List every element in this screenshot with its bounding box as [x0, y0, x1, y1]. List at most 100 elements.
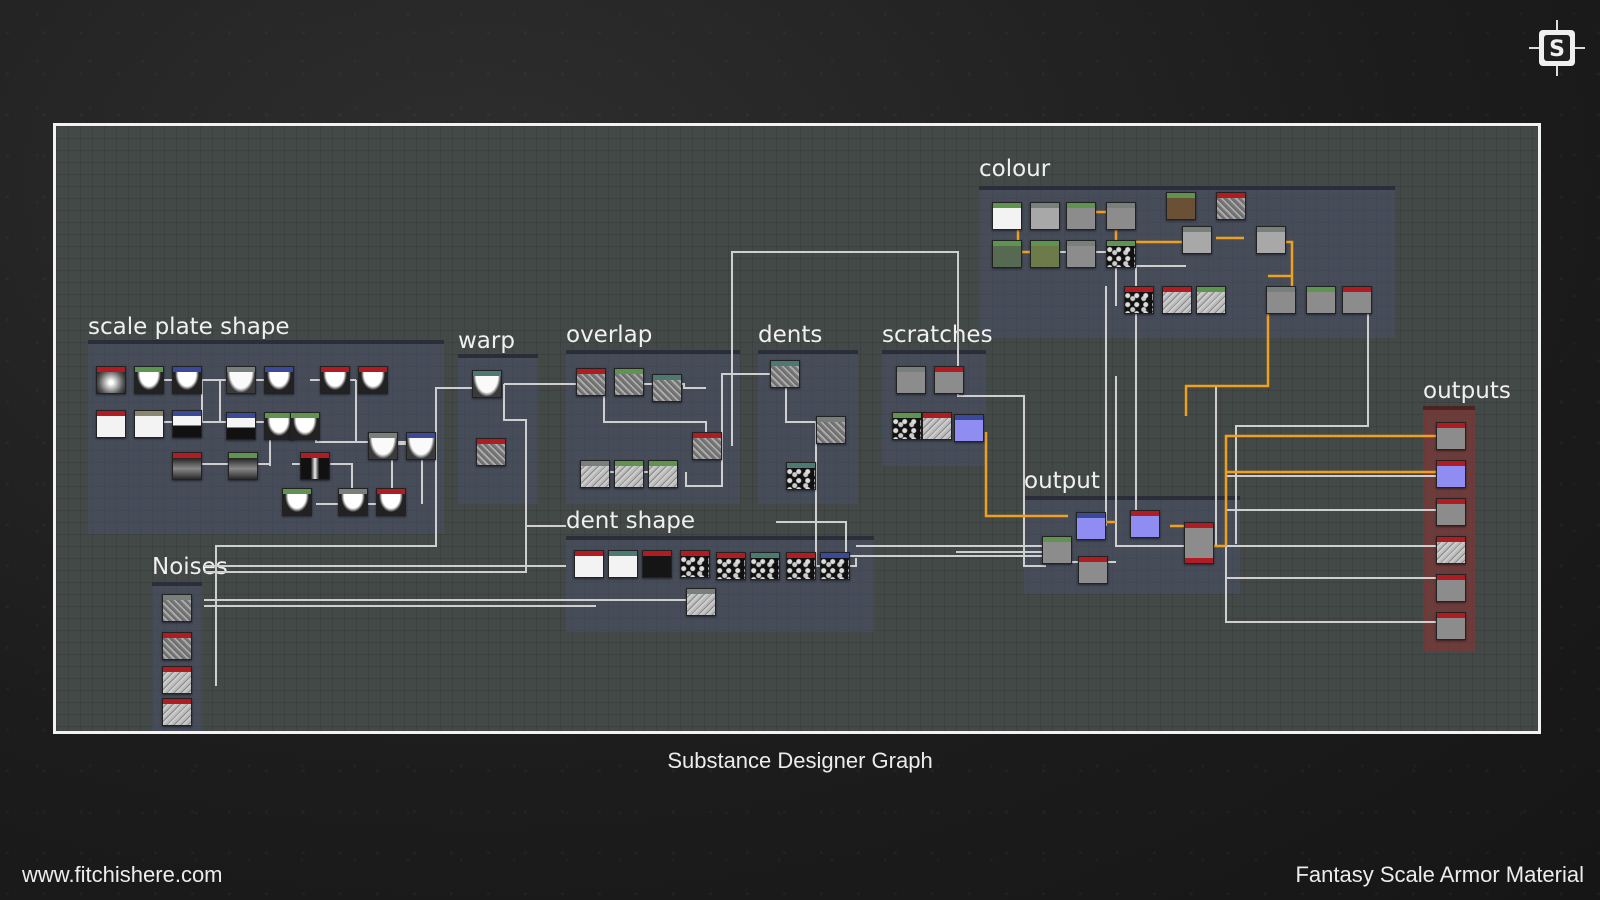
graph-node[interactable]: [648, 460, 678, 488]
node-thumbnail: [1197, 292, 1225, 313]
graph-node[interactable]: [282, 488, 312, 516]
graph-node[interactable]: [162, 666, 192, 694]
graph-node[interactable]: [820, 552, 850, 580]
graph-node[interactable]: [1436, 612, 1466, 640]
graph-node[interactable]: [338, 488, 368, 516]
graph-node[interactable]: [934, 366, 964, 394]
graph-node[interactable]: [1106, 240, 1136, 268]
node-thumbnail: [1067, 246, 1095, 267]
graph-node[interactable]: [172, 410, 202, 438]
graph-node[interactable]: [1042, 536, 1072, 564]
graph-node[interactable]: [358, 366, 388, 394]
frame-label-dents: dents: [758, 322, 823, 348]
graph-node[interactable]: [96, 366, 126, 394]
graph-node[interactable]: [992, 240, 1022, 268]
node-header: [1437, 537, 1465, 542]
graph-node[interactable]: [1436, 574, 1466, 602]
graph-node[interactable]: [680, 550, 710, 578]
graph-node[interactable]: [892, 412, 922, 440]
graph-canvas[interactable]: colour scale plate shape warp overlap de…: [53, 123, 1541, 734]
graph-node[interactable]: [816, 416, 846, 444]
graph-node[interactable]: [1130, 510, 1160, 538]
graph-node[interactable]: [786, 462, 816, 490]
graph-node[interactable]: [226, 366, 256, 394]
graph-node[interactable]: [320, 366, 350, 394]
node-header: [1257, 227, 1285, 232]
graph-node[interactable]: [162, 594, 192, 622]
graph-node[interactable]: [1066, 240, 1096, 268]
graph-node[interactable]: [608, 550, 638, 578]
output-graph-node[interactable]: [1184, 522, 1214, 564]
graph-node[interactable]: [1436, 422, 1466, 450]
node-thumbnail: [1437, 428, 1465, 449]
graph-node[interactable]: [376, 488, 406, 516]
graph-node[interactable]: [1030, 240, 1060, 268]
graph-node[interactable]: [576, 368, 606, 396]
graph-node[interactable]: [1342, 286, 1372, 314]
graph-node[interactable]: [954, 414, 984, 442]
graph-node[interactable]: [652, 374, 682, 402]
node-thumbnail: [477, 444, 505, 465]
node-thumbnail: [1131, 516, 1159, 537]
graph-node[interactable]: [172, 366, 202, 394]
graph-node[interactable]: [264, 412, 294, 440]
graph-node[interactable]: [614, 460, 644, 488]
node-header: [135, 367, 163, 372]
graph-node[interactable]: [96, 410, 126, 438]
graph-node[interactable]: [1306, 286, 1336, 314]
node-header: [1067, 203, 1095, 208]
graph-node[interactable]: [300, 452, 330, 480]
graph-node[interactable]: [1166, 192, 1196, 220]
graph-node[interactable]: [614, 368, 644, 396]
node-header: [227, 367, 255, 372]
graph-node[interactable]: [1436, 460, 1466, 488]
graph-node[interactable]: [770, 360, 800, 388]
node-thumbnail: [369, 438, 397, 459]
graph-node[interactable]: [922, 412, 952, 440]
graph-node[interactable]: [1436, 498, 1466, 526]
node-header: [717, 553, 745, 558]
graph-node[interactable]: [750, 552, 780, 580]
graph-node[interactable]: [1436, 536, 1466, 564]
graph-node[interactable]: [716, 552, 746, 580]
graph-node[interactable]: [692, 432, 722, 460]
graph-node[interactable]: [134, 366, 164, 394]
graph-node[interactable]: [134, 410, 164, 438]
node-header: [163, 633, 191, 638]
graph-node[interactable]: [476, 438, 506, 466]
graph-node[interactable]: [226, 412, 256, 440]
node-header: [377, 489, 405, 494]
graph-node[interactable]: [574, 550, 604, 578]
node-header: [1077, 513, 1105, 518]
graph-node[interactable]: [162, 698, 192, 726]
graph-node[interactable]: [172, 452, 202, 480]
graph-node[interactable]: [686, 588, 716, 616]
graph-node[interactable]: [580, 460, 610, 488]
graph-node[interactable]: [264, 366, 294, 394]
graph-node[interactable]: [1182, 226, 1212, 254]
graph-node[interactable]: [472, 370, 502, 398]
graph-node[interactable]: [1030, 202, 1060, 230]
graph-node[interactable]: [368, 432, 398, 460]
graph-node[interactable]: [1124, 286, 1154, 314]
graph-node[interactable]: [896, 366, 926, 394]
graph-node[interactable]: [642, 550, 672, 578]
graph-node[interactable]: [1078, 556, 1108, 584]
graph-node[interactable]: [1196, 286, 1226, 314]
graph-node[interactable]: [228, 452, 258, 480]
graph-node[interactable]: [1216, 192, 1246, 220]
graph-node[interactable]: [1162, 286, 1192, 314]
graph-node[interactable]: [1266, 286, 1296, 314]
graph-node[interactable]: [162, 632, 192, 660]
node-thumbnail: [955, 420, 983, 441]
node-thumbnail: [359, 372, 387, 393]
website-link[interactable]: www.fitchishere.com: [22, 862, 223, 887]
graph-node[interactable]: [290, 412, 320, 440]
graph-node[interactable]: [1066, 202, 1096, 230]
graph-node[interactable]: [992, 202, 1022, 230]
graph-node[interactable]: [1256, 226, 1286, 254]
graph-node[interactable]: [406, 432, 436, 460]
graph-node[interactable]: [1106, 202, 1136, 230]
graph-node[interactable]: [1076, 512, 1106, 540]
graph-node[interactable]: [786, 552, 816, 580]
